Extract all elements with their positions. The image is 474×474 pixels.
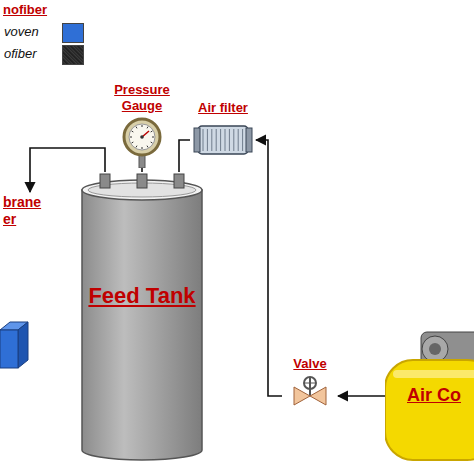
membrane-holder: brane er xyxy=(0,192,56,372)
legend-swatch xyxy=(62,23,84,43)
air-filter-shape xyxy=(190,124,256,156)
node-label: Valve xyxy=(282,356,338,372)
pressure-gauge: Pressure Gauge xyxy=(102,82,182,168)
valve: Valve xyxy=(282,356,338,416)
node-label: Air Co xyxy=(407,384,471,406)
node-label: Air filter xyxy=(190,100,256,116)
feed-tank-shape xyxy=(80,172,204,464)
pipe-connector xyxy=(338,395,385,397)
pressure-gauge-shape xyxy=(102,116,182,168)
pipe-connector xyxy=(256,140,282,396)
air-filter: Air filter xyxy=(190,100,256,156)
node-label: brane er xyxy=(3,194,53,228)
feed-tank: Feed Tank xyxy=(80,172,204,464)
legend-title: nofiber xyxy=(3,2,47,18)
air-compressor: Air Co xyxy=(385,326,474,464)
pipe-connector xyxy=(141,168,143,172)
legend-text: ofiber xyxy=(4,46,37,62)
node-label: Pressure Gauge xyxy=(102,82,182,114)
node-label: Feed Tank xyxy=(87,282,197,309)
pipe-connector xyxy=(179,140,190,172)
legend-text: voven xyxy=(4,24,39,40)
legend-swatch xyxy=(62,45,84,65)
valve-shape xyxy=(282,376,338,416)
